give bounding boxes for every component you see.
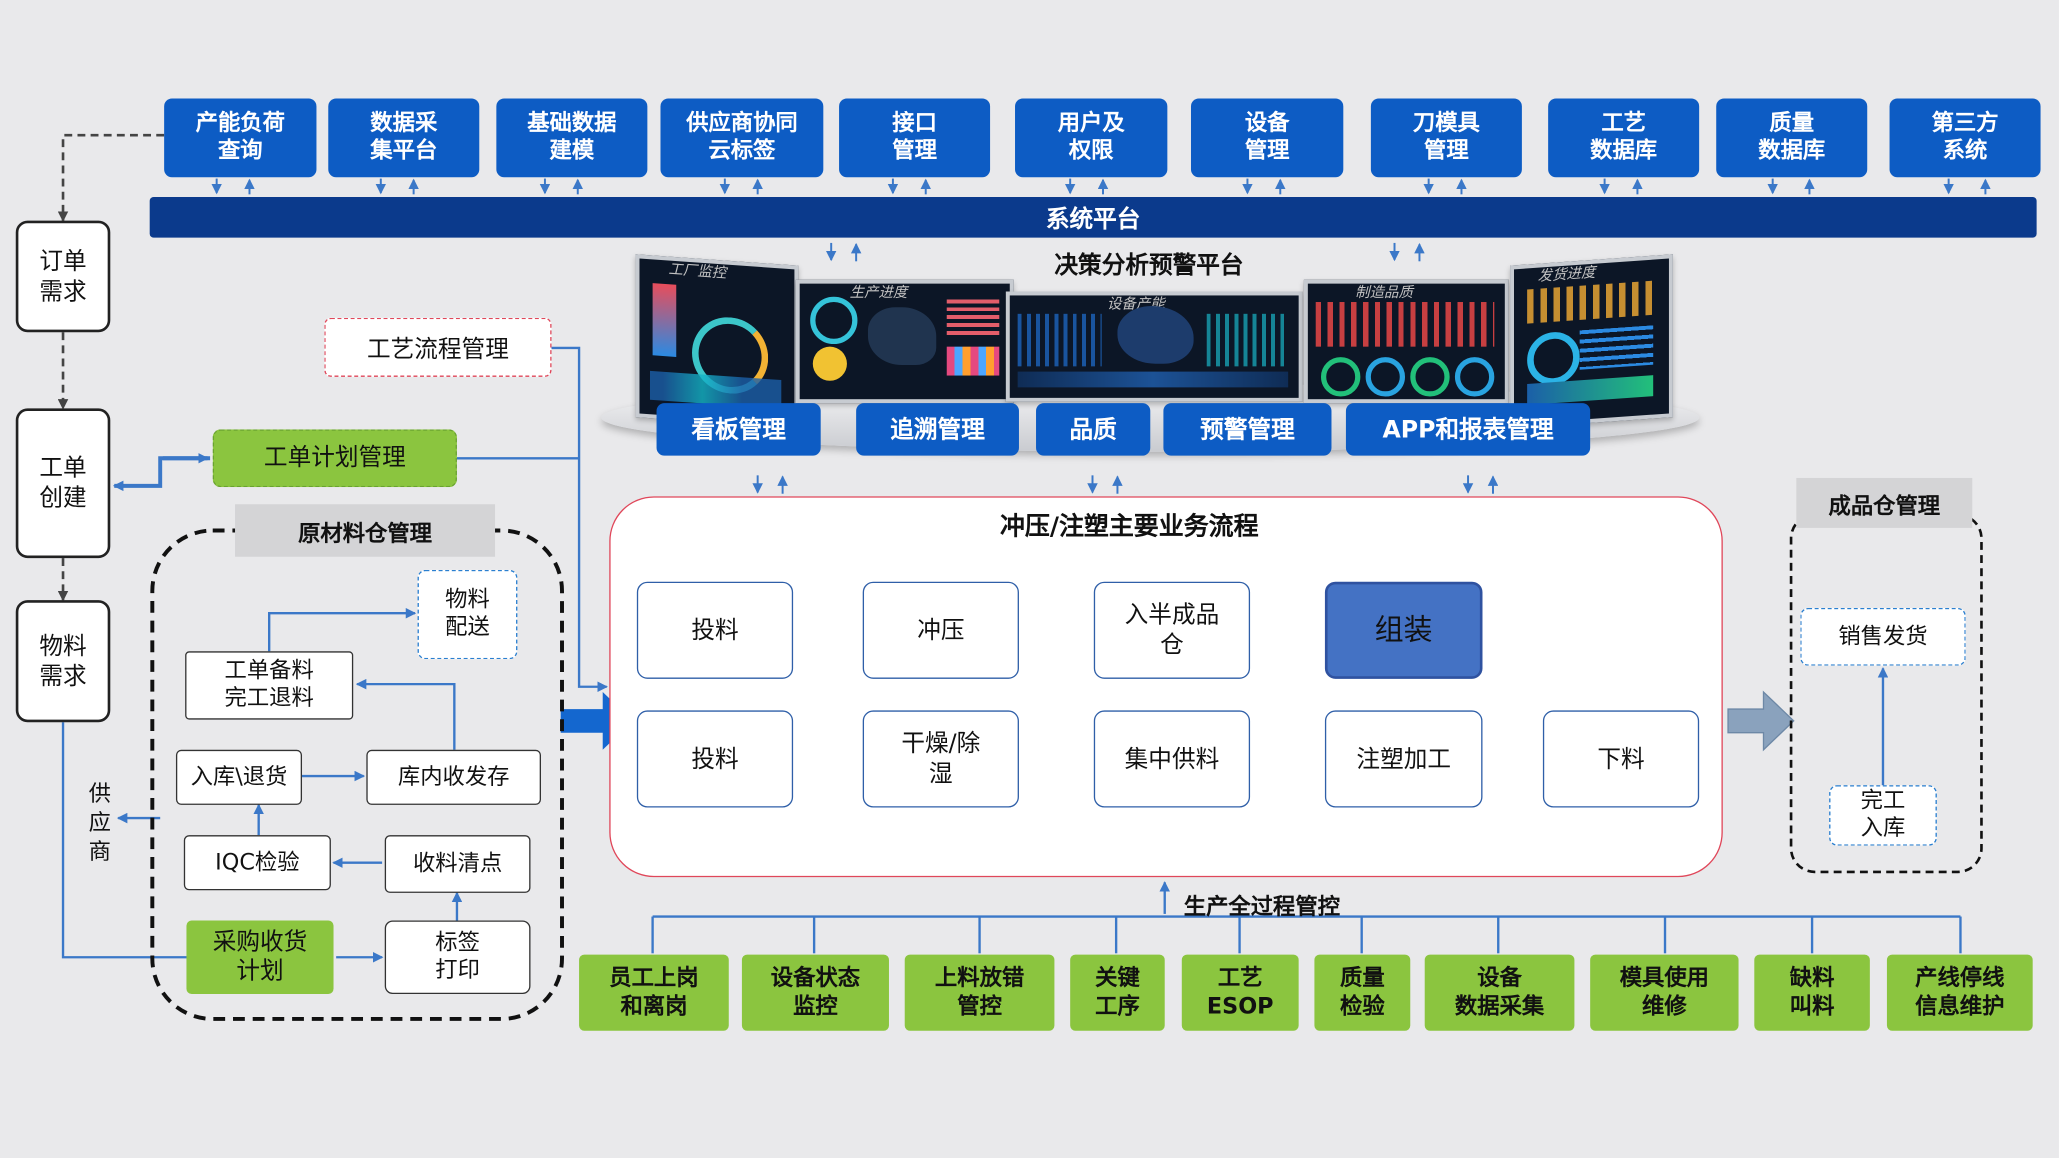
instock-return[interactable]: 入库\退货 — [175, 749, 303, 805]
monitor-caption: 发货进度 — [1537, 263, 1596, 285]
work-plan-management[interactable]: 工单计划管理 — [212, 429, 457, 488]
process-feeding-2[interactable]: 投料 — [636, 710, 794, 808]
inventory-flow[interactable]: 库内收发存 — [366, 749, 541, 805]
process-semi-finished-storage[interactable]: 入半成品 仓 — [1093, 581, 1251, 679]
tab-app-report-management[interactable]: APP和报表管理 — [1345, 403, 1591, 456]
monitor-caption: 制造品质 — [1355, 283, 1413, 301]
raw-warehouse-title: 原材料仓管理 — [235, 504, 496, 557]
production-control-title: 生产全过程管控 — [1183, 894, 1341, 921]
main-process-title: 冲压/注塑主要业务流程 — [999, 512, 1259, 541]
bottom-loading-error-control[interactable]: 上料放错 管控 — [904, 954, 1055, 1031]
module-base-data-modeling[interactable]: 基础数据 建模 — [496, 98, 648, 178]
tab-dashboard-management[interactable]: 看板管理 — [656, 403, 821, 456]
module-supplier-cloud-label[interactable]: 供应商协同 云标签 — [660, 98, 824, 178]
finished-warehouse-title: 成品仓管理 — [1796, 477, 1973, 528]
decision-platform-title: 决策分析预警平台 — [1054, 252, 1244, 280]
tab-traceability-management[interactable]: 追溯管理 — [856, 403, 1019, 456]
module-data-collection-platform[interactable]: 数据采 集平台 — [328, 98, 480, 178]
system-platform-bar: 系统平台 — [149, 196, 2037, 238]
module-equipment-management[interactable]: 设备 管理 — [1190, 98, 1344, 178]
monitor-equipment-capacity: 设备产能 — [1005, 291, 1303, 402]
module-tool-mold-management[interactable]: 刀模具 管理 — [1370, 98, 1522, 178]
bottom-process-esop[interactable]: 工艺 ESOP — [1181, 954, 1299, 1031]
order-chain-dashed — [57, 133, 165, 602]
monitor-production-progress: 生产进度 — [795, 279, 1014, 404]
prep-return-materials[interactable]: 工单备料 完工退料 — [185, 651, 354, 720]
work-order-create[interactable]: 工单 创建 — [15, 408, 111, 559]
process-feeding-1[interactable]: 投料 — [636, 581, 794, 679]
tab-alert-management[interactable]: 预警管理 — [1163, 403, 1332, 456]
iqc-inspection[interactable]: IQC检验 — [183, 835, 331, 891]
main-process-container — [609, 496, 1723, 878]
bottom-equipment-data-collection[interactable]: 设备 数据采集 — [1424, 954, 1575, 1031]
monitor-caption: 工厂监控 — [668, 260, 727, 282]
module-interface-management[interactable]: 接口 管理 — [839, 98, 991, 178]
process-injection-molding[interactable]: 注塑加工 — [1324, 710, 1483, 808]
process-central-feeding[interactable]: 集中供料 — [1093, 710, 1251, 808]
process-unloading[interactable]: 下料 — [1542, 710, 1700, 808]
module-process-database[interactable]: 工艺 数据库 — [1548, 98, 1700, 178]
process-drying-dehumidify[interactable]: 干燥/除 湿 — [862, 710, 1019, 808]
supplier-label: 供 应 商 — [88, 781, 111, 866]
tab-quality[interactable]: 品质 — [1036, 403, 1151, 456]
process-to-finished-arrow — [1727, 690, 1795, 752]
purchase-receiving-plan[interactable]: 采购收货 计划 — [186, 920, 334, 995]
module-quality-database[interactable]: 质量 数据库 — [1716, 98, 1868, 178]
sales-shipping[interactable]: 销售发货 — [1800, 607, 1966, 666]
order-demand[interactable]: 订单 需求 — [15, 220, 111, 333]
module-capacity-load-query[interactable]: 产能负荷 查询 — [164, 98, 317, 178]
bottom-equipment-status[interactable]: 设备状态 监控 — [741, 954, 889, 1031]
label-printing[interactable]: 标签 打印 — [384, 920, 531, 995]
module-third-party-system[interactable]: 第三方 系统 — [1889, 98, 2041, 178]
bottom-quality-inspection[interactable]: 质量 检验 — [1314, 954, 1411, 1031]
bottom-staff-onoff-duty[interactable]: 员工上岗 和离岗 — [579, 954, 729, 1031]
monitor-caption: 生产进度 — [849, 283, 908, 301]
process-stamping[interactable]: 冲压 — [862, 581, 1019, 679]
material-dispatch[interactable]: 物料 配送 — [417, 569, 518, 660]
process-flow-management[interactable]: 工艺流程管理 — [324, 317, 552, 377]
module-users-permissions[interactable]: 用户及 权限 — [1015, 98, 1168, 178]
top-module-arrows — [211, 178, 1991, 509]
material-demand[interactable]: 物料 需求 — [15, 600, 111, 723]
receiving-count[interactable]: 收料清点 — [384, 835, 531, 893]
monitor-manufacturing-quality: 制造品质 — [1303, 279, 1509, 404]
bottom-mold-usage-repair[interactable]: 模具使用 维修 — [1590, 954, 1739, 1031]
bottom-shortage-call[interactable]: 缺料 叫料 — [1754, 954, 1870, 1031]
bottom-key-process[interactable]: 关键 工序 — [1070, 954, 1165, 1031]
process-assembly[interactable]: 组装 — [1324, 581, 1483, 679]
finish-instock[interactable]: 完工 入库 — [1829, 785, 1937, 846]
bottom-line-stop-info[interactable]: 产线停线 信息维护 — [1886, 954, 2033, 1031]
